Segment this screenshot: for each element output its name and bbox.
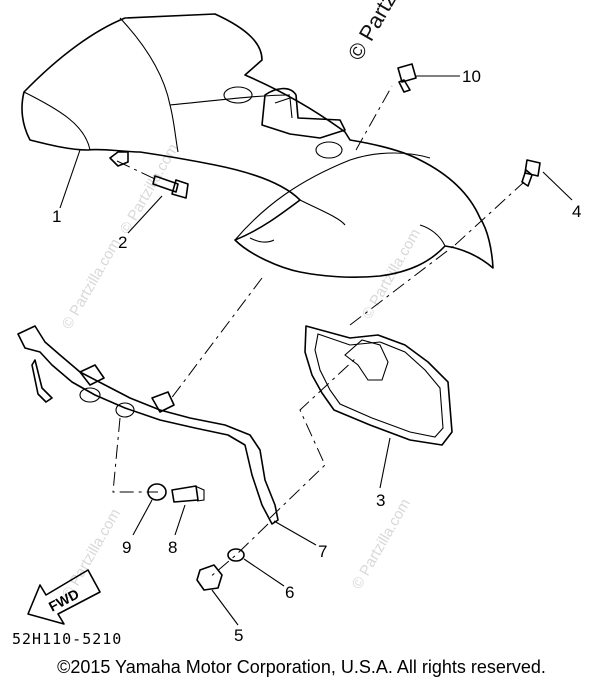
fwd-arrow-icon: FWD	[27, 569, 101, 625]
watermark: © Partzilla.com	[59, 236, 124, 332]
callout-5: 5	[234, 626, 243, 645]
screw-part-10	[397, 63, 417, 93]
rear-fender-part-1	[21, 13, 494, 278]
watermark: © Partzilla.com	[117, 141, 182, 237]
bracket-part-7	[17, 325, 279, 525]
callout-9: 9	[122, 538, 131, 557]
copyright-notice: ©2015 Yamaha Motor Corporation, U.S.A. A…	[57, 657, 546, 677]
bolt-part-2	[152, 175, 189, 199]
callout-7: 7	[318, 542, 327, 561]
mud-flap-part-3	[304, 325, 453, 446]
nut-part-5	[196, 564, 223, 591]
callouts: 1 2 10 4 3 9 8 7 6 5	[52, 67, 581, 645]
watermark: © Partzilla.com	[349, 496, 414, 592]
callout-8: 8	[168, 538, 177, 557]
watermarks: © Partzilla.com © Partzilla.com © Partzi…	[59, 141, 424, 602]
callout-3: 3	[376, 491, 385, 510]
callout-1: 1	[52, 207, 61, 226]
leader-lines	[59, 75, 573, 626]
callout-2: 2	[118, 233, 127, 252]
callout-6: 6	[285, 583, 294, 602]
callout-10: 10	[462, 67, 481, 86]
watermark-top: © Partzilla	[343, 0, 415, 65]
bolt-part-8	[171, 485, 205, 503]
callout-4: 4	[572, 202, 581, 221]
bolt-part-4	[521, 159, 541, 187]
part-code: 52H110-5210	[12, 630, 122, 648]
washer-part-6	[227, 548, 245, 562]
assembly-lines	[112, 85, 525, 579]
